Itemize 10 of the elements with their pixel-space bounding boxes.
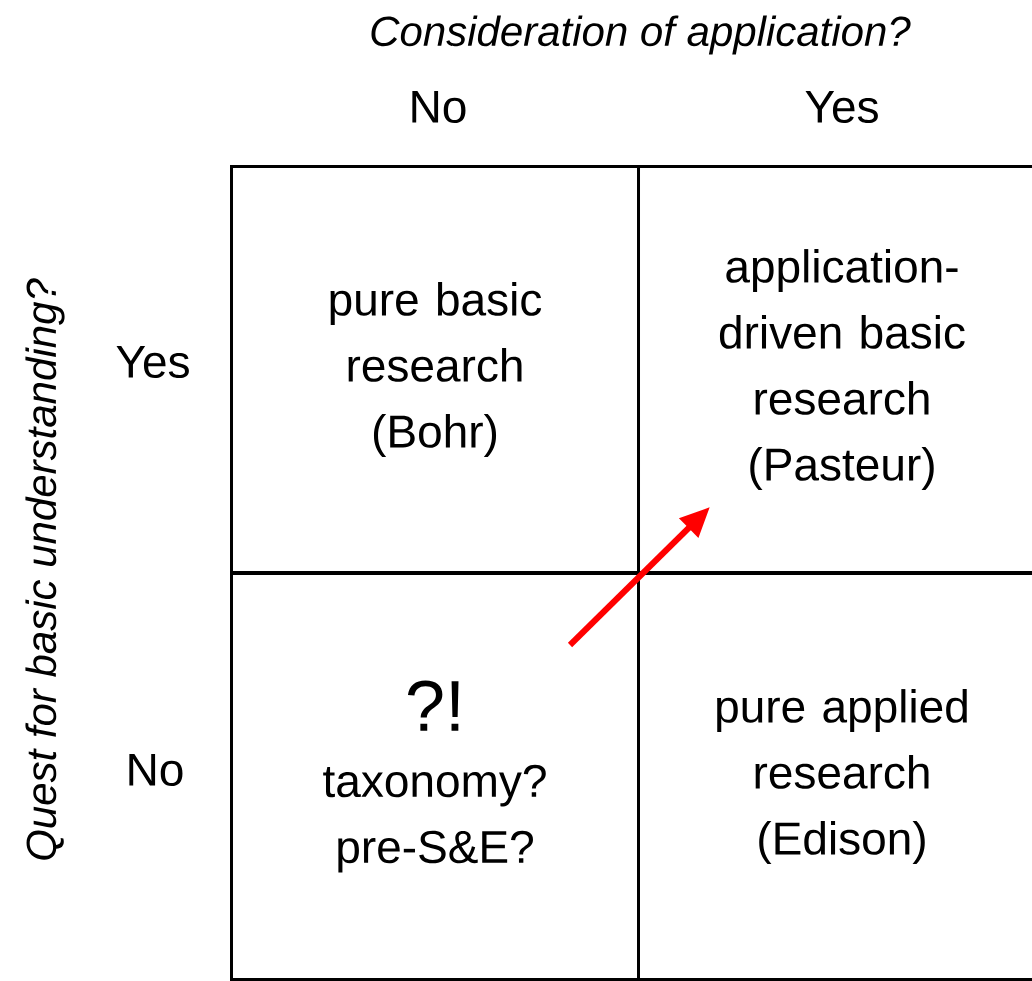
matrix-cell: pure applied research (Edison) <box>637 572 1032 981</box>
matrix-cell: application- driven basic research (Pasteur) <box>637 165 1032 574</box>
matrix-cell: ?! taxonomy? pre-S&E? <box>230 572 640 981</box>
axis-label: No <box>129 753 183 787</box>
axis-label: No <box>412 90 466 124</box>
axis-title: Consideration of application? <box>371 15 911 55</box>
matrix-cell: pure basic research (Bohr) <box>230 165 640 574</box>
axis-title: Quest for basic understanding? <box>25 278 65 860</box>
axis-label: Yes <box>116 345 189 379</box>
axis-label: Yes <box>805 90 878 124</box>
